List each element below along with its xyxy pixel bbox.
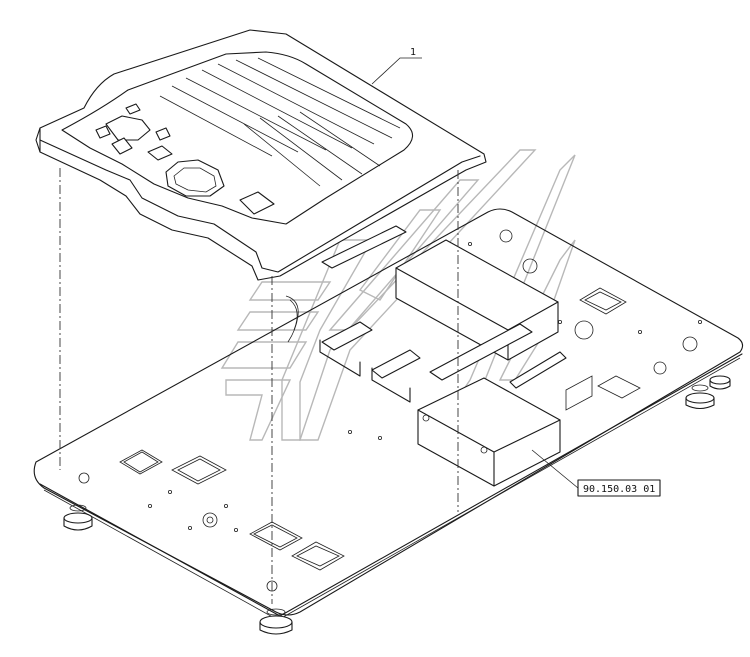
reference-number: 90.150.03 01 — [583, 484, 655, 495]
floor-mat — [35, 29, 487, 281]
foot-back-left — [709, 375, 731, 390]
foot-back-right — [685, 384, 715, 410]
callout-item-number: 1 — [410, 47, 416, 58]
bracket-assembly — [285, 225, 593, 487]
foot-front-right — [259, 608, 293, 635]
callout-reference[interactable]: 90.150.03 01 — [531, 449, 661, 497]
mounting-feet — [63, 375, 731, 635]
foot-front-left — [63, 504, 93, 531]
callout-item-1: 1 — [371, 47, 422, 85]
base-plate — [33, 208, 744, 621]
alignment-lines — [59, 168, 459, 604]
